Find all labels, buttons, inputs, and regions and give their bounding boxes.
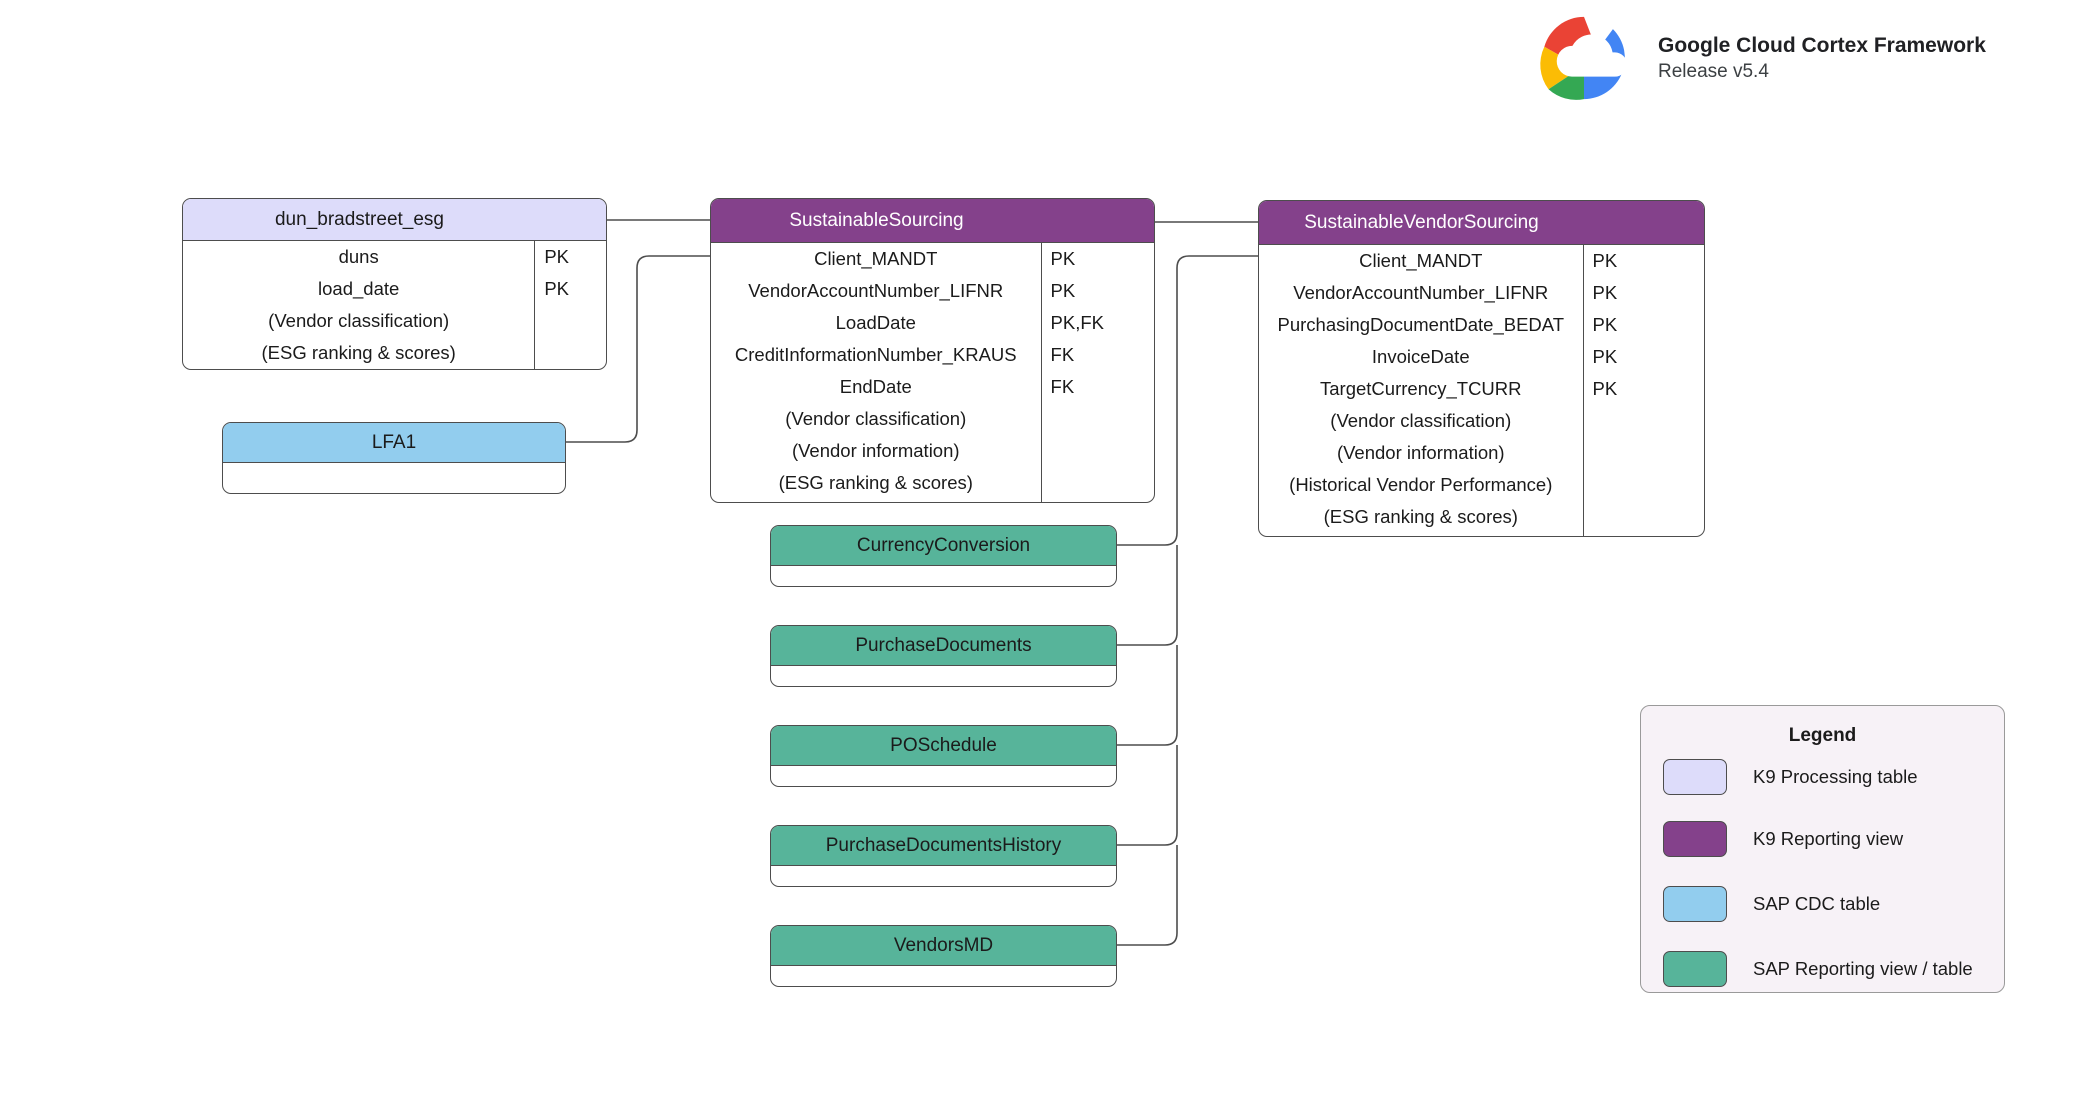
- field-name: load_date: [318, 277, 400, 299]
- legend-label: SAP Reporting view / table: [1753, 958, 1973, 979]
- google-cloud-logo: [1540, 16, 1628, 100]
- field-key: PK: [1050, 247, 1076, 269]
- entity-header-purchase-documents: PurchaseDocuments: [771, 626, 1116, 666]
- field-name: (Vendor classification): [268, 309, 450, 331]
- entity-body-empty: [771, 666, 1116, 686]
- legend-swatch-k9-reporting-view: [1663, 821, 1727, 857]
- field-name: PurchasingDocumentDate_BEDAT: [1277, 313, 1565, 335]
- connector-vendorsmd-to-vendorsourcing: [1117, 845, 1178, 946]
- legend-label: SAP CDC table: [1753, 893, 1881, 914]
- legend-label: K9 Processing table: [1753, 766, 1918, 787]
- field-key: PK,FK: [1050, 311, 1104, 333]
- field-key: PK: [1592, 377, 1618, 399]
- entity-title: SustainableSourcing: [789, 210, 964, 231]
- field-key: PK: [1592, 249, 1618, 271]
- field-name: InvoiceDate: [1371, 345, 1470, 367]
- entity-vendors-md[interactable]: VendorsMD: [770, 925, 1117, 987]
- legend-item-k9-reporting-view: K9 Reporting view: [1663, 821, 1903, 857]
- field-key: FK: [1050, 343, 1075, 365]
- legend-item-sap-cdc-table: SAP CDC table: [1663, 886, 1880, 922]
- field-key: PK: [1592, 345, 1618, 367]
- entity-body-empty: [771, 566, 1116, 586]
- entity-body-empty: [771, 866, 1116, 886]
- legend-swatch-sap-cdc-table: [1663, 886, 1727, 922]
- entity-title: SustainableVendorSourcing: [1304, 212, 1539, 233]
- legend-title: Legend: [1788, 725, 1857, 746]
- entity-purchase-documents-history[interactable]: PurchaseDocumentsHistory: [770, 825, 1117, 887]
- entity-title: PurchaseDocumentsHistory: [825, 835, 1062, 856]
- field-key: PK: [544, 277, 570, 299]
- entity-header-po-schedule: POSchedule: [771, 726, 1116, 766]
- entity-header-lfa1: LFA1: [223, 423, 565, 463]
- field-key: [1584, 469, 1704, 501]
- field-key: [1584, 437, 1704, 469]
- entity-lfa1[interactable]: LFA1: [222, 422, 566, 494]
- field-key: [535, 337, 606, 369]
- field-name: (ESG ranking & scores): [1323, 505, 1518, 527]
- entity-header-vendors-md: VendorsMD: [771, 926, 1116, 966]
- field-name: (Historical Vendor Performance): [1289, 473, 1553, 495]
- field-name: LoadDate: [835, 311, 916, 333]
- entity-title: VendorsMD: [893, 935, 994, 956]
- field-key: [1042, 467, 1154, 499]
- brand-release: Release v5.4: [1658, 60, 1769, 82]
- connector-purchasedocuments-to-vendorsourcing: [1117, 545, 1178, 646]
- field-name: (Vendor information): [791, 439, 960, 461]
- field-name: (Vendor classification): [1330, 409, 1512, 431]
- field-key: PK: [1592, 313, 1618, 335]
- legend-swatch-k9-processing-table: [1663, 759, 1727, 795]
- field-name: VendorAccountNumber_LIFNR: [748, 279, 1004, 301]
- entity-header-currency-conversion: CurrencyConversion: [771, 526, 1116, 566]
- entity-header-purchase-documents-history: PurchaseDocumentsHistory: [771, 826, 1116, 866]
- field-key: PK: [1592, 281, 1618, 303]
- connector-lfa1-to-sustainablesourcing: [566, 255, 710, 443]
- field-name: VendorAccountNumber_LIFNR: [1293, 281, 1549, 303]
- entity-body-empty: [223, 463, 565, 493]
- field-key: [535, 305, 606, 337]
- legend-swatch-sap-reporting-view: [1663, 951, 1727, 987]
- field-key: FK: [1050, 375, 1075, 397]
- field-key: [1042, 403, 1154, 435]
- entity-sustainable-vendor-sourcing[interactable]: SustainableVendorSourcing Client_MANDT V…: [1258, 200, 1705, 537]
- connector-purchasedocumentshistory-to-vendorsourcing: [1117, 745, 1178, 846]
- entity-header-dun-bradstreet-esg: dun_bradstreet_esg: [183, 199, 606, 241]
- entity-title: LFA1: [371, 432, 417, 453]
- entity-body-empty: [771, 766, 1116, 786]
- field-name: CreditInformationNumber_KRAUS: [734, 343, 1017, 365]
- field-name: duns: [338, 245, 379, 267]
- entity-currency-conversion[interactable]: CurrencyConversion: [770, 525, 1117, 587]
- field-name: TargetCurrency_TCURR: [1320, 377, 1522, 399]
- entity-title: POSchedule: [890, 735, 997, 756]
- field-key: PK: [1050, 279, 1076, 301]
- field-name: EndDate: [839, 375, 912, 397]
- brand-title: Google Cloud Cortex Framework: [1658, 33, 1986, 57]
- entity-sustainable-sourcing[interactable]: SustainableSourcing Client_MANDT VendorA…: [710, 198, 1155, 503]
- entity-dun-bradstreet-esg[interactable]: dun_bradstreet_esg duns load_date (Vendo…: [182, 198, 607, 370]
- field-name: Client_MANDT: [1359, 249, 1483, 271]
- entity-po-schedule[interactable]: POSchedule: [770, 725, 1117, 787]
- field-name: (ESG ranking & scores): [261, 341, 456, 363]
- entity-body-empty: [771, 966, 1116, 986]
- field-key: PK: [544, 245, 570, 267]
- legend-item-k9-processing-table: K9 Processing table: [1663, 759, 1918, 795]
- entity-title: PurchaseDocuments: [855, 635, 1032, 656]
- field-key: [1584, 501, 1704, 533]
- legend-label: K9 Reporting view: [1753, 828, 1904, 849]
- field-name: (ESG ranking & scores): [778, 471, 973, 493]
- entity-header-sustainable-vendor-sourcing: SustainableVendorSourcing: [1259, 201, 1704, 245]
- connector-currencyconversion-to-vendorsourcing: [1117, 255, 1258, 546]
- field-name: (Vendor classification): [785, 407, 967, 429]
- entity-purchase-documents[interactable]: PurchaseDocuments: [770, 625, 1117, 687]
- entity-header-sustainable-sourcing: SustainableSourcing: [711, 199, 1154, 243]
- field-key: [1042, 435, 1154, 467]
- connector-poschedule-to-vendorsourcing: [1117, 645, 1178, 746]
- entity-title: dun_bradstreet_esg: [274, 209, 444, 230]
- legend-item-sap-reporting-view: SAP Reporting view / table: [1663, 951, 1973, 987]
- brand-header: Google Cloud Cortex Framework Release v5…: [1528, 10, 1986, 106]
- field-key: [1584, 405, 1704, 437]
- field-name: (Vendor information): [1336, 441, 1505, 463]
- entity-title: CurrencyConversion: [856, 535, 1031, 556]
- field-name: Client_MANDT: [814, 247, 938, 269]
- legend-panel: Legend K9 Processing table K9 Reporting …: [1640, 705, 2005, 993]
